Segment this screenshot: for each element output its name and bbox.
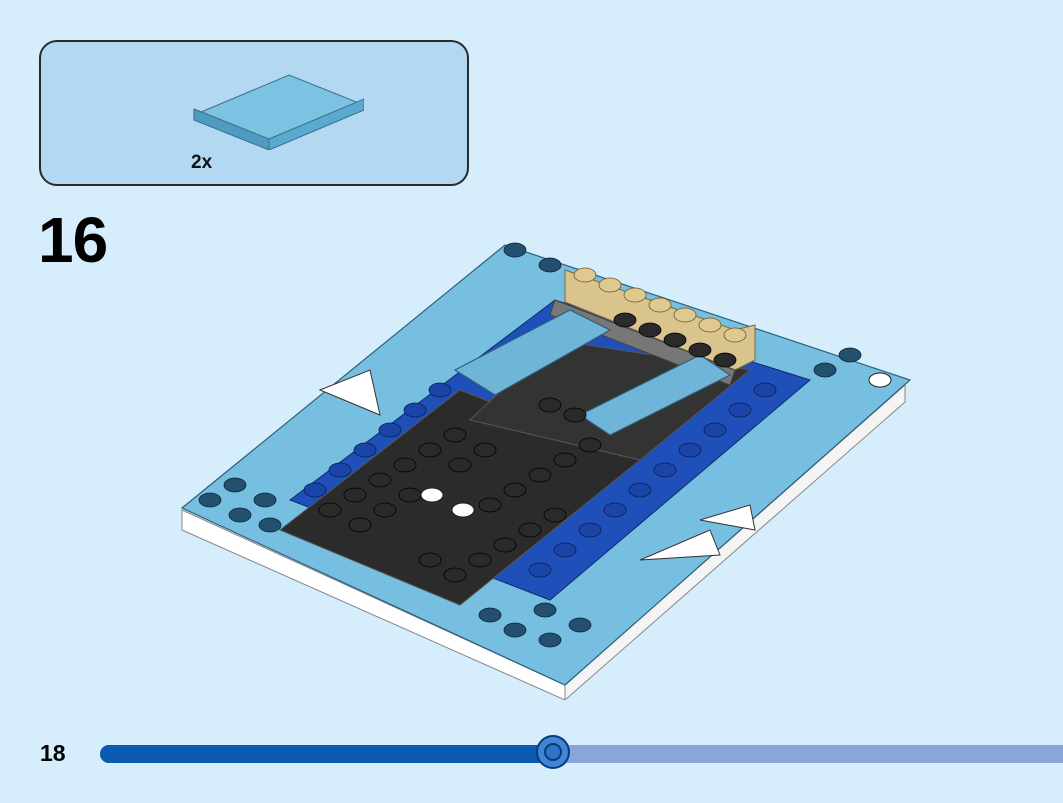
tile-part-image [192,74,364,150]
step-number: 16 [38,204,108,276]
progress-fill [100,745,553,763]
page-number: 18 [40,740,66,766]
progress-knob [536,735,570,769]
progress-bar [100,735,1063,769]
model-illustration [180,242,912,700]
parts-callout: 2x [39,40,469,186]
part-quantity: 2x [191,152,213,173]
